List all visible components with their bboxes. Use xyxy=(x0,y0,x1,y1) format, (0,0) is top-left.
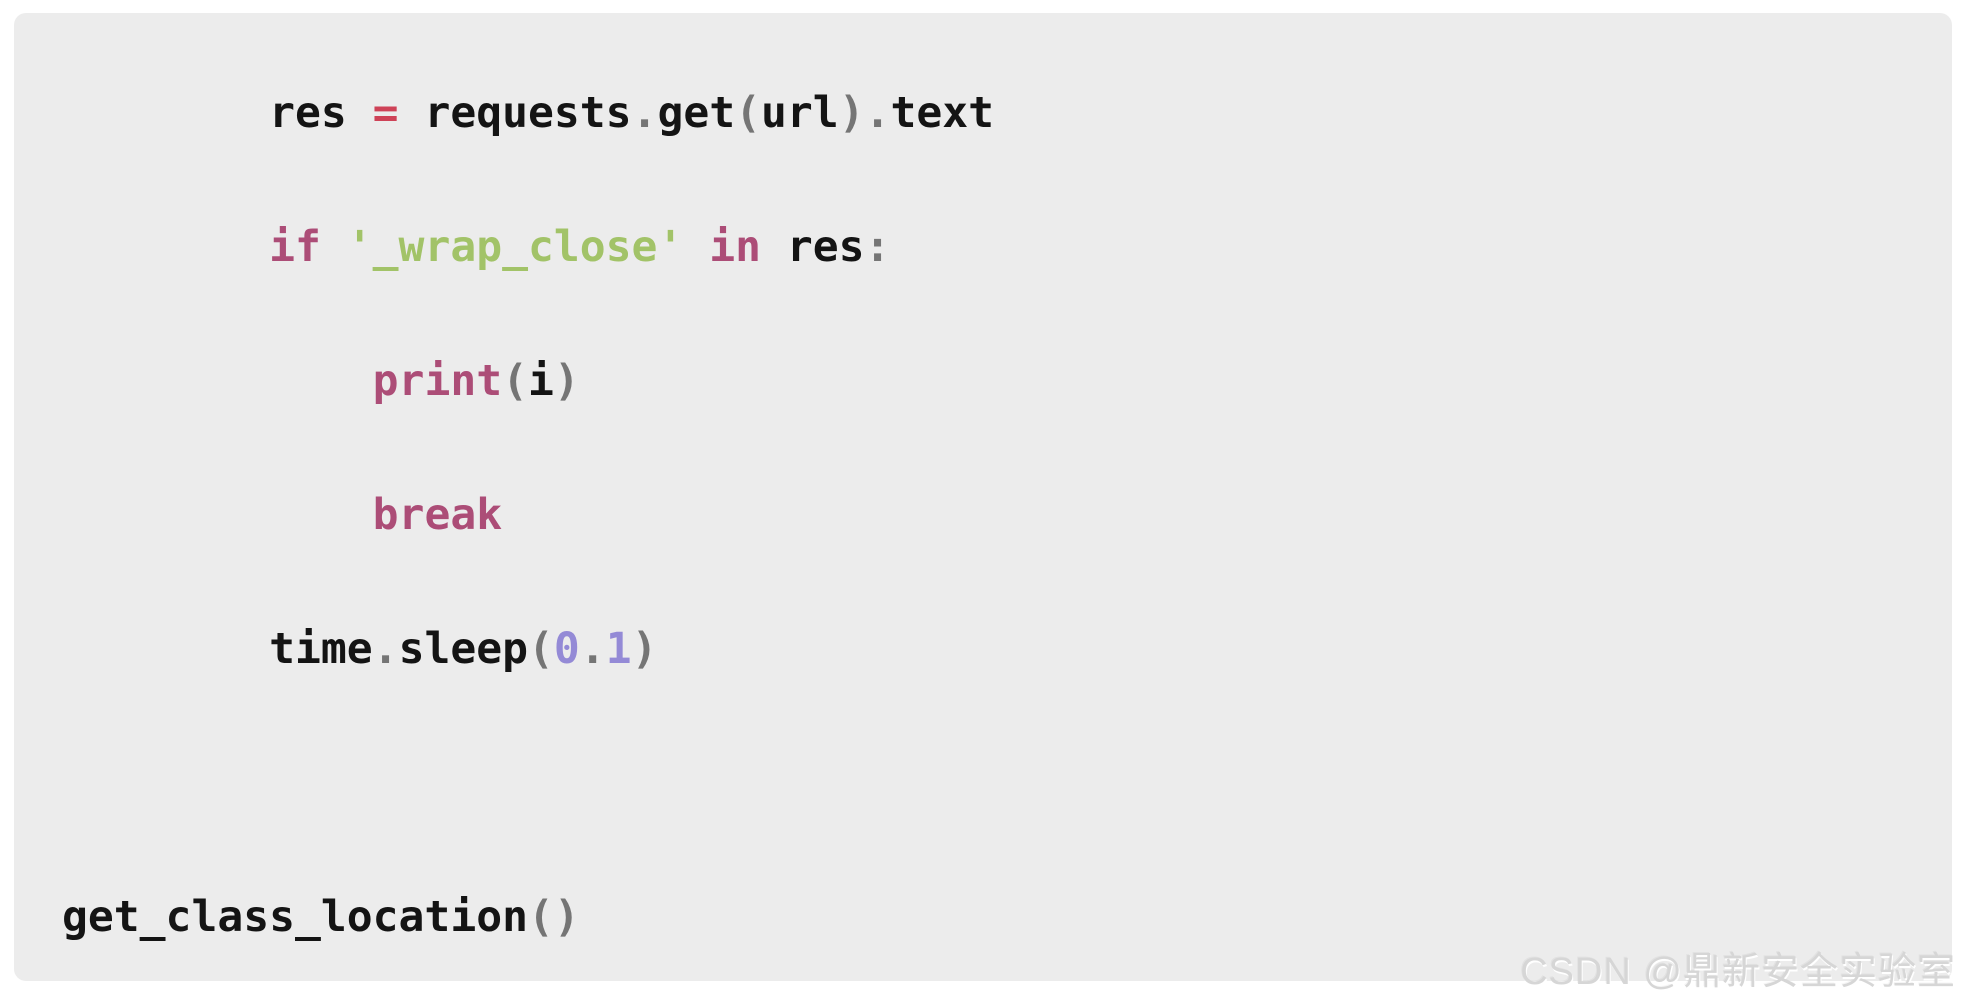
code-line: print(i) xyxy=(62,314,1952,448)
code-token-plain xyxy=(62,222,269,272)
code-token-punctuation: : xyxy=(864,222,891,272)
code-area: res = requests.get(url).text if '_wrap_c… xyxy=(14,13,1952,984)
code-token-plain: res xyxy=(62,88,373,138)
code-token-punctuation: ( xyxy=(502,356,529,406)
code-token-number: 1 xyxy=(605,624,632,674)
code-line: time.sleep(0.1) xyxy=(62,582,1952,716)
code-token-punctuation: . xyxy=(372,624,399,674)
code-token-punctuation: ( xyxy=(735,88,762,138)
code-token-punctuation: ( xyxy=(528,624,554,674)
code-token-keyword: if xyxy=(269,222,321,272)
code-token-plain: res xyxy=(761,222,865,272)
code-token-plain: get_class_location xyxy=(62,892,528,942)
code-token-plain: i xyxy=(528,356,554,406)
code-line xyxy=(62,716,1952,850)
code-line: break xyxy=(62,448,1952,582)
code-token-plain xyxy=(62,356,373,406)
code-token-punctuation: ) xyxy=(553,892,580,942)
code-token-punctuation: . xyxy=(631,88,658,138)
code-token-plain xyxy=(62,490,373,540)
code-token-keyword: print xyxy=(372,356,503,406)
code-token-operator: = xyxy=(372,88,399,138)
code-token-plain xyxy=(683,222,709,272)
code-token-plain: url xyxy=(761,88,839,138)
code-token-keyword: in xyxy=(709,222,761,272)
python-code-block: res = requests.get(url).text if '_wrap_c… xyxy=(14,13,1952,981)
code-token-punctuation: . xyxy=(579,624,606,674)
code-token-plain: get xyxy=(657,88,736,138)
code-token-keyword: break xyxy=(372,490,503,540)
code-token-string: '_wrap_close' xyxy=(346,222,684,272)
code-token-number: 0 xyxy=(553,624,580,674)
code-token-plain: time xyxy=(62,624,373,674)
code-line: get_class_location() xyxy=(62,850,1952,984)
code-token-punctuation: ) xyxy=(838,88,865,138)
code-token-punctuation: ) xyxy=(553,356,580,406)
code-token-plain: requests xyxy=(398,88,632,138)
code-token-punctuation: . xyxy=(864,88,891,138)
code-token-plain: sleep xyxy=(398,624,529,674)
csdn-watermark: CSDN @鼎新安全实验室 xyxy=(1520,951,1956,993)
code-token-plain xyxy=(321,222,347,272)
code-line: if '_wrap_close' in res: xyxy=(62,180,1952,314)
code-token-punctuation: ) xyxy=(631,624,658,674)
code-token-plain: text xyxy=(890,88,995,138)
code-token-punctuation: ( xyxy=(528,892,554,942)
code-line: res = requests.get(url).text xyxy=(62,46,1952,180)
